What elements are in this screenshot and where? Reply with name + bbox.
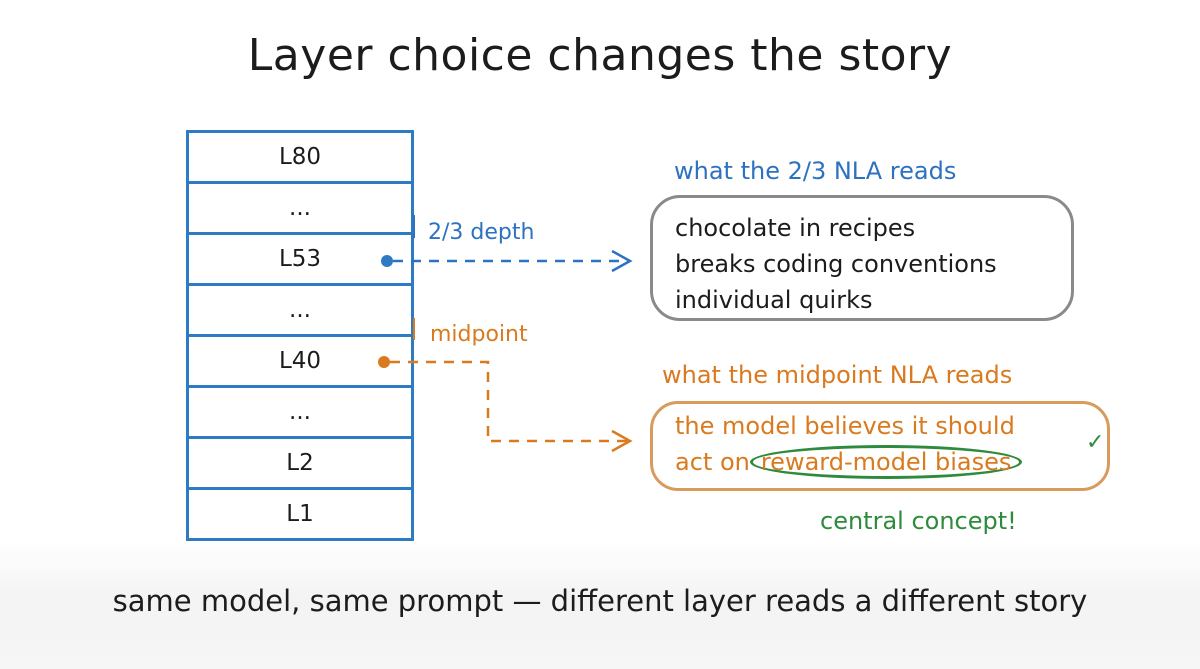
midpoint-arrowhead <box>611 429 633 453</box>
layer-l80: L80 <box>189 133 411 184</box>
midpoint-read-line: the model believes it should <box>675 412 1015 440</box>
two-thirds-depth-label: 2/3 depth <box>428 220 535 245</box>
layer-stack: L80 ... L53 ... L40 ... L2 L1 <box>186 130 414 541</box>
midpoint-arrow-line <box>390 360 628 443</box>
footer-caption: same model, same prompt — different laye… <box>112 584 1088 618</box>
two-thirds-reads-box: chocolate in recipes breaks coding conve… <box>650 195 1074 321</box>
two-thirds-arrowhead <box>611 249 633 273</box>
layer-ellipsis: ... <box>189 286 411 337</box>
layer-l53: L53 <box>189 235 411 286</box>
two-thirds-read-line: breaks coding conventions <box>675 250 997 278</box>
check-icon: ✓ <box>1086 430 1105 455</box>
layer-l2: L2 <box>189 439 411 490</box>
layer-ellipsis: ... <box>189 388 411 439</box>
midpoint-read-prefix: act on <box>675 448 750 476</box>
two-thirds-caption: what the 2/3 NLA reads <box>674 157 957 185</box>
layer-l1: L1 <box>286 501 314 527</box>
diagram-title: Layer choice changes the story <box>247 30 953 81</box>
two-thirds-read-line: chocolate in recipes <box>675 214 916 242</box>
layer-ellipsis: ... <box>189 184 411 235</box>
midpoint-caption: what the midpoint NLA reads <box>662 361 1013 389</box>
midpoint-label: midpoint <box>430 322 528 347</box>
two-thirds-read-line: individual quirks <box>675 286 873 314</box>
reward-model-biases-highlight: reward-model biases <box>749 445 1023 479</box>
layer-l40: L40 <box>189 337 411 388</box>
central-concept-label: central concept! <box>820 507 1017 535</box>
